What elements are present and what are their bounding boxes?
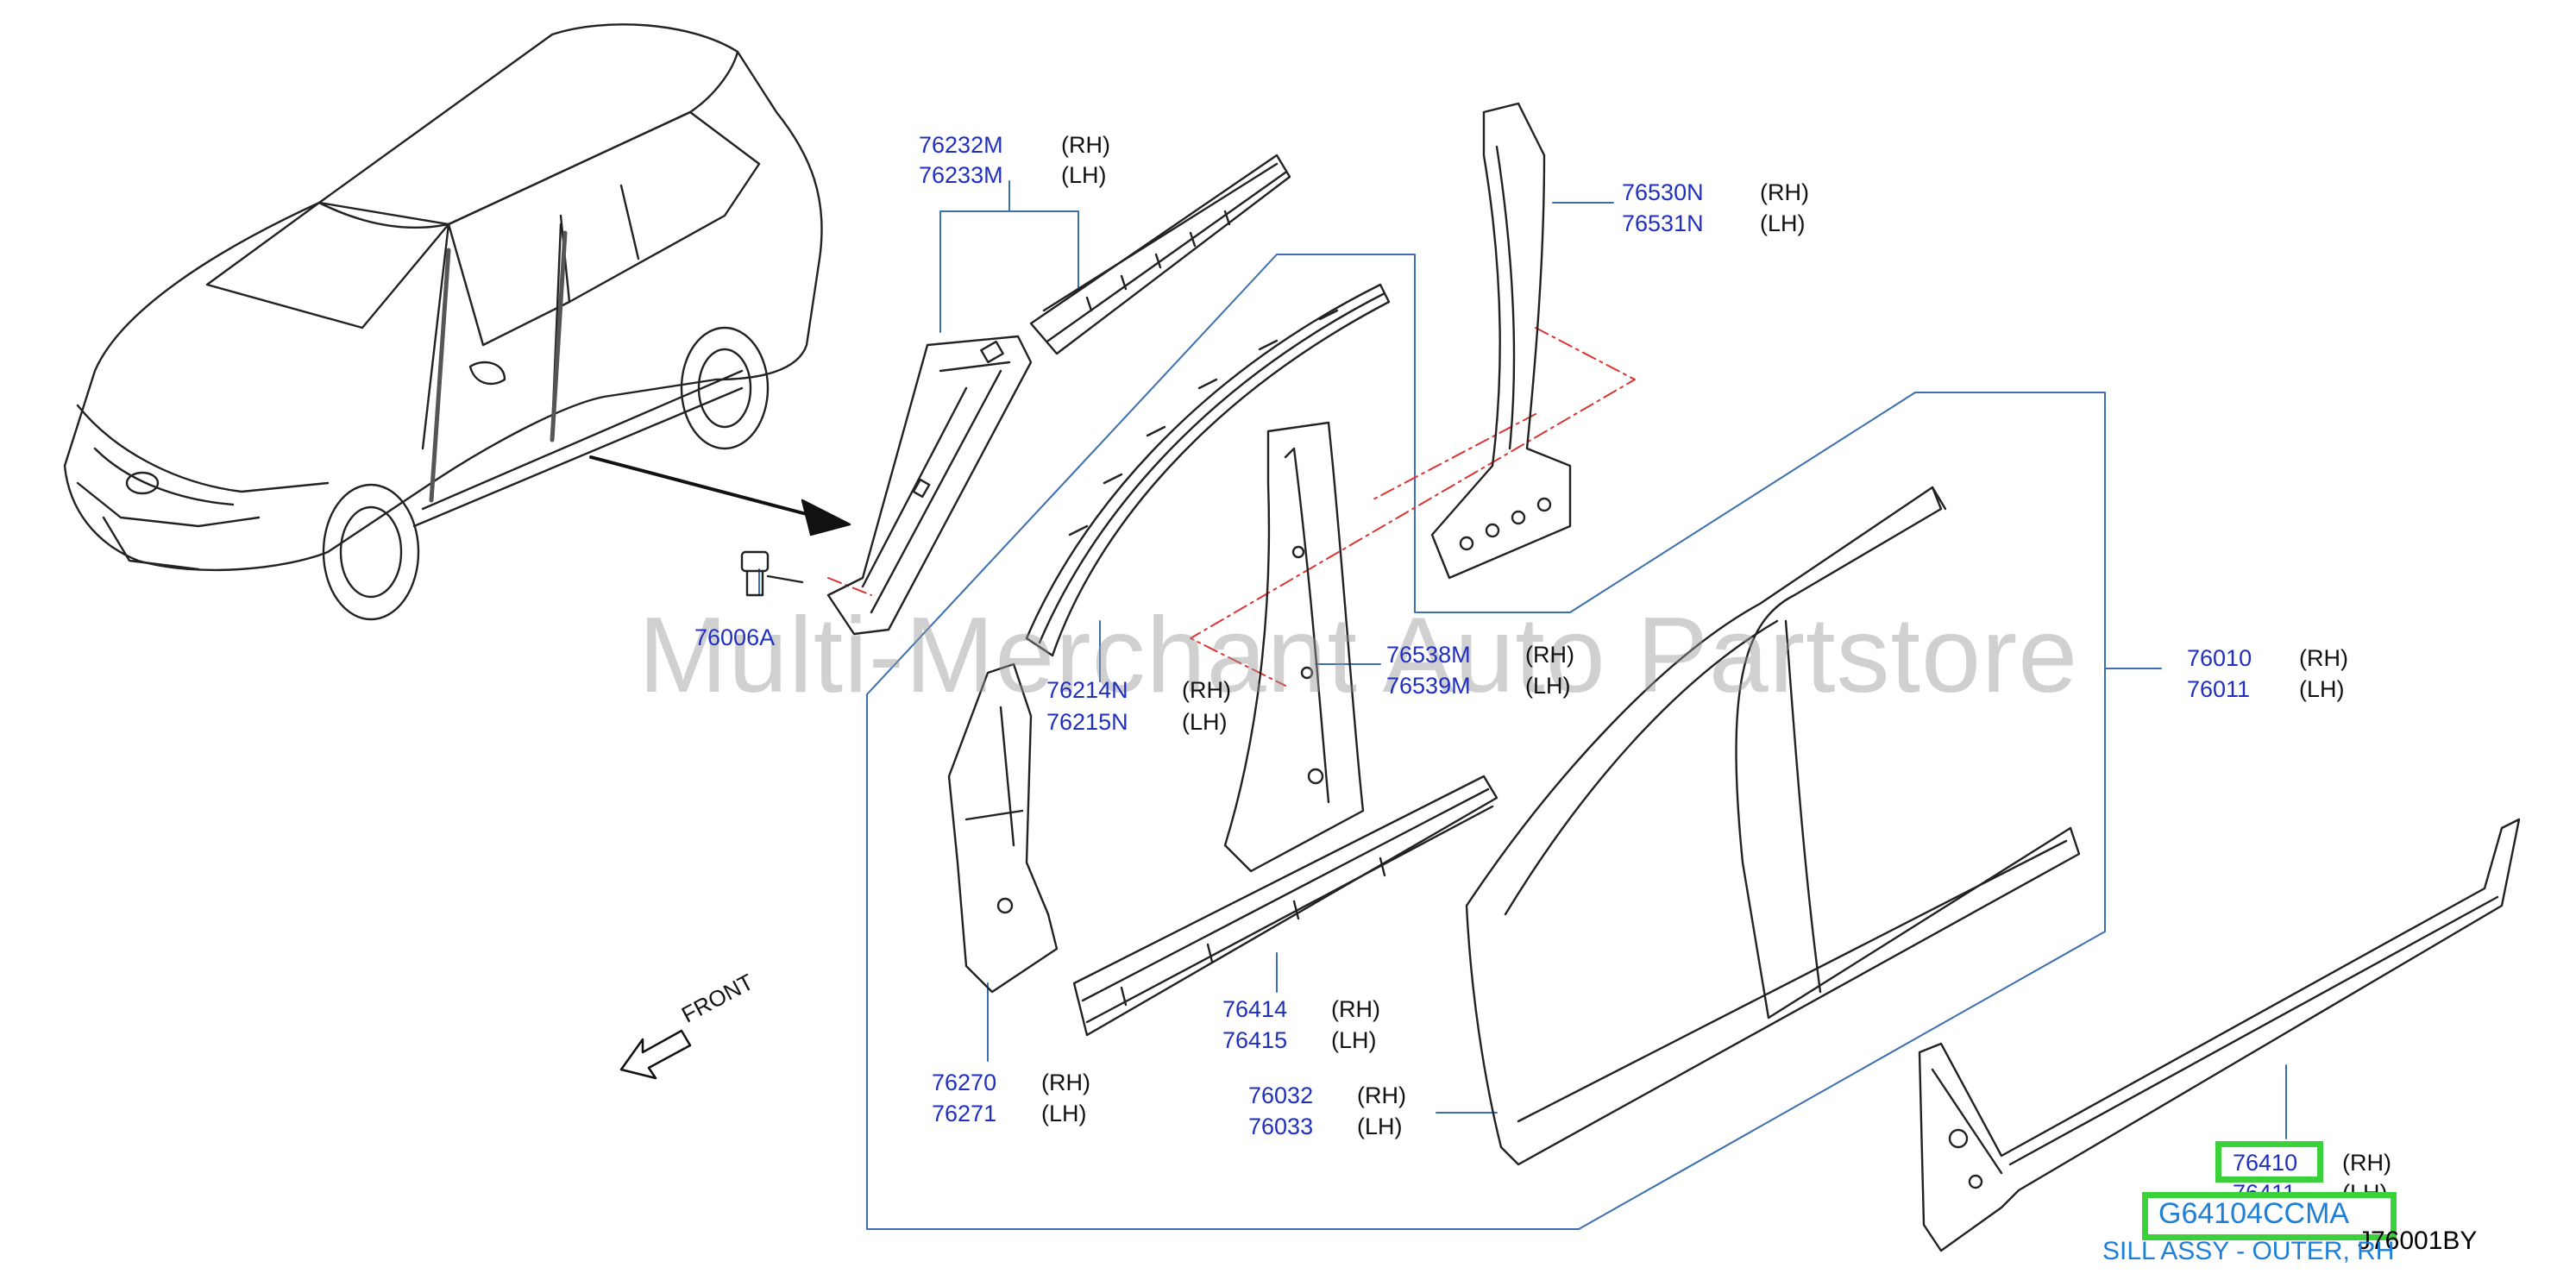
part-76232M-sketch	[1029, 154, 1291, 355]
side-label: (RH)	[1357, 1082, 1406, 1108]
part-number-label[interactable]: 76010	[2187, 645, 2252, 671]
part-number-label[interactable]: 76032	[1248, 1082, 1314, 1108]
highlight-box-76410	[2215, 1141, 2323, 1183]
highlight-box-part-number	[2142, 1192, 2397, 1240]
view-arrow	[589, 455, 851, 536]
side-label: (RH)	[2299, 645, 2348, 671]
part-number-label[interactable]: 76232M	[919, 132, 1003, 158]
part-number-label[interactable]: 76539M	[1386, 673, 1471, 699]
part-number-label[interactable]: 76033	[1248, 1114, 1314, 1139]
part-number-label[interactable]: 76538M	[1386, 642, 1471, 668]
side-label: (RH)	[1041, 1070, 1090, 1095]
part-number-label[interactable]: 76214N	[1046, 677, 1128, 703]
part-number-label[interactable]: 76530N	[1622, 179, 1704, 205]
part-76414-sketch	[1072, 775, 1498, 1037]
part-76010-sketch	[1465, 486, 2081, 1166]
side-label: (LH)	[2299, 676, 2345, 702]
side-label: (LH)	[1760, 210, 1806, 236]
part-number-label[interactable]: 76233M	[919, 162, 1003, 188]
side-label: (RH)	[1061, 132, 1110, 158]
front-arrow-icon	[619, 1029, 692, 1080]
diagram-code: J76001BY	[2358, 1227, 2478, 1255]
part-number-label[interactable]: 76410	[2233, 1150, 2298, 1176]
side-label: (RH)	[2342, 1150, 2391, 1176]
part-76270-sketch	[947, 662, 1059, 994]
part-number-label[interactable]: 76415	[1222, 1027, 1288, 1053]
part-number-label[interactable]: 76215N	[1046, 709, 1128, 735]
side-label: (RH)	[1525, 642, 1574, 668]
side-label: (LH)	[1182, 709, 1228, 735]
part-number-label[interactable]: 76270	[932, 1070, 997, 1095]
bolt-76006A-sketch	[740, 550, 804, 597]
leader-lines	[758, 180, 2287, 1230]
alignment-lines	[827, 327, 1636, 687]
part-76530N-sketch	[1430, 102, 1572, 580]
side-label: (LH)	[1525, 673, 1571, 699]
side-label: (LH)	[1357, 1114, 1403, 1139]
part-number-label[interactable]: 76271	[932, 1101, 997, 1126]
part-number-label[interactable]: 76414	[1222, 996, 1288, 1022]
side-label: (RH)	[1182, 677, 1231, 703]
part-76410-sketch	[1918, 818, 2521, 1252]
vehicle-illustration	[63, 23, 823, 621]
part-number-label[interactable]: 76531N	[1622, 210, 1704, 236]
side-label: (RH)	[1331, 996, 1380, 1022]
part-76538M-sketch	[1223, 421, 1365, 873]
side-label: (LH)	[1061, 162, 1107, 188]
highlighted-part-number[interactable]: G64104CCMA	[2158, 1197, 2350, 1230]
side-label: (RH)	[1760, 179, 1809, 205]
side-label: (LH)	[1041, 1101, 1087, 1126]
part-number-label[interactable]: 76011	[2187, 676, 2251, 702]
part-number-label[interactable]: 76006A	[694, 624, 776, 650]
watermark: Multi-Merchant Auto Partstore	[638, 596, 2079, 715]
side-label: (LH)	[1331, 1027, 1377, 1053]
part-76214N-sketch	[1025, 283, 1391, 657]
part-a-pillar-lower-sketch	[826, 335, 1033, 636]
part-description: SILL ASSY - OUTER, RH	[2102, 1237, 2395, 1265]
